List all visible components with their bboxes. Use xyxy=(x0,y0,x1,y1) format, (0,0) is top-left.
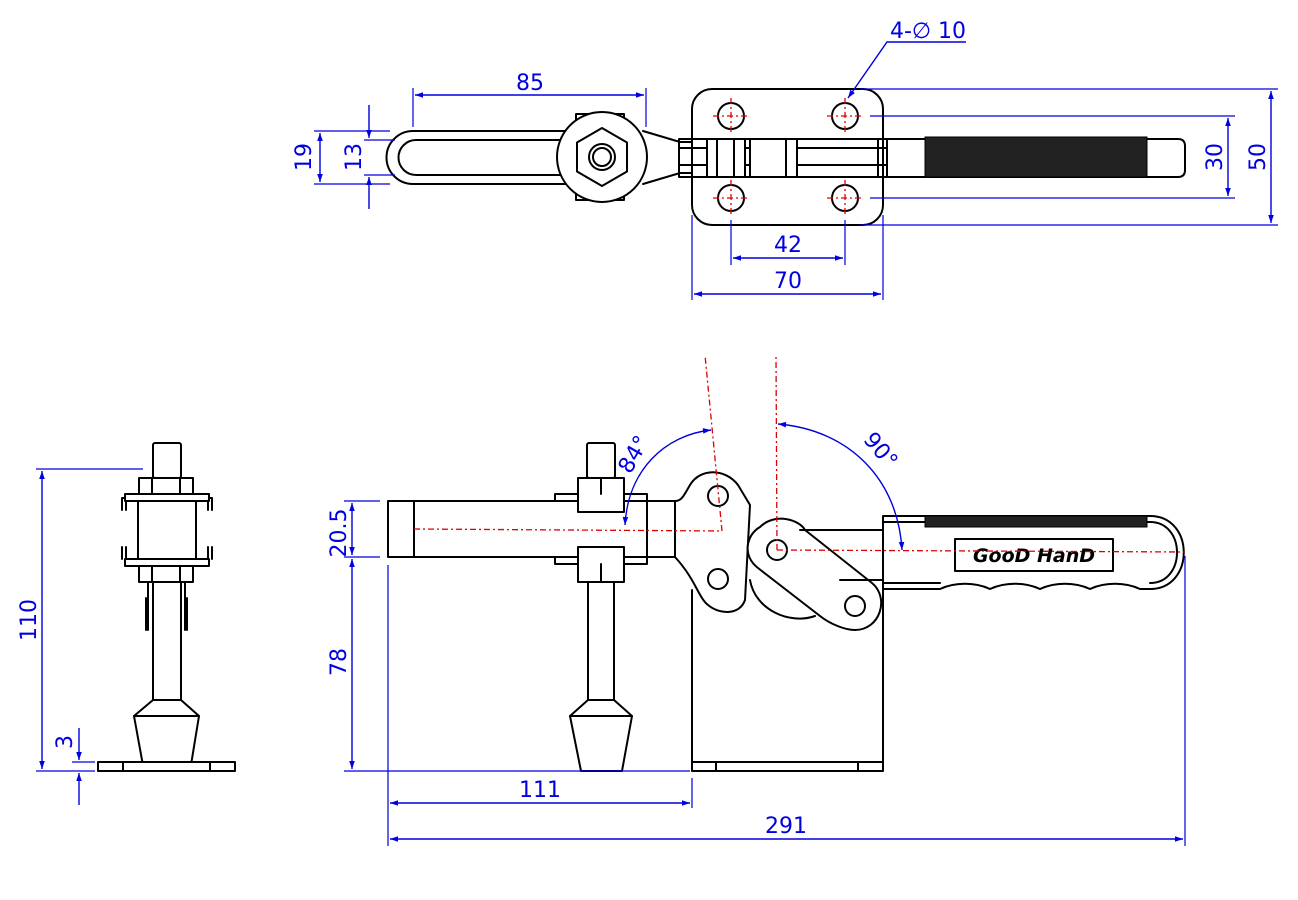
dim-110: 110 xyxy=(17,599,42,641)
mounting-holes xyxy=(713,98,863,216)
linkage xyxy=(678,138,888,178)
base-foot xyxy=(97,761,236,772)
dim-291: 291 xyxy=(765,814,807,839)
brand-label: GooD HanD xyxy=(973,545,1095,567)
dim-3: 3 xyxy=(53,735,78,749)
side-view-dimensions: 20.5 78 111 291 xyxy=(327,500,1186,846)
spindle-ring-outer xyxy=(588,143,616,171)
spindle-top xyxy=(152,442,182,479)
knurl-grip xyxy=(924,136,1148,178)
base-body xyxy=(691,529,884,772)
arm-outline xyxy=(385,130,586,185)
angle-90: 90° xyxy=(858,428,902,474)
spindle-pad xyxy=(569,699,633,772)
dim-78: 78 xyxy=(327,648,352,676)
knurl-grip xyxy=(924,515,1148,528)
center-lines xyxy=(413,354,1186,553)
top-view: 85 19 13 4-∅ 10 42 70 30 50 xyxy=(292,19,1278,300)
dim-111: 111 xyxy=(519,778,561,803)
top-view-dimensions: 85 19 13 4-∅ 10 42 70 30 50 xyxy=(292,19,1278,300)
nut-lower xyxy=(138,565,194,583)
dim-13: 13 xyxy=(342,143,367,171)
dim-70: 70 xyxy=(774,269,802,294)
handle-top xyxy=(882,136,1186,178)
angle-84: 84° xyxy=(614,432,655,478)
spindle-boss xyxy=(556,111,648,203)
pivot-hole-icon xyxy=(707,568,729,590)
hole-callout: 4-∅ 10 xyxy=(890,19,966,44)
spindle-pad xyxy=(133,699,200,772)
handle-side: GooD HanD xyxy=(882,515,1185,590)
spindle-ring-inner xyxy=(592,147,612,167)
link-hole-icon xyxy=(844,595,866,617)
dim-19: 19 xyxy=(292,143,317,171)
dim-20-5: 20.5 xyxy=(327,509,352,558)
spindle-top xyxy=(586,442,616,479)
dim-85: 85 xyxy=(516,71,544,96)
dim-30: 30 xyxy=(1203,143,1228,171)
dim-50: 50 xyxy=(1246,143,1271,171)
arm-slot xyxy=(397,139,581,176)
brand-box xyxy=(954,538,1114,572)
end-view: 110 3 xyxy=(17,442,236,805)
pivot-body xyxy=(674,471,751,613)
nut-upper xyxy=(138,477,194,495)
hex-nut xyxy=(576,127,628,187)
dim-42: 42 xyxy=(774,233,802,258)
side-view: GooD HanD 84° 90° 20.5 78 111 291 xyxy=(327,354,1186,846)
